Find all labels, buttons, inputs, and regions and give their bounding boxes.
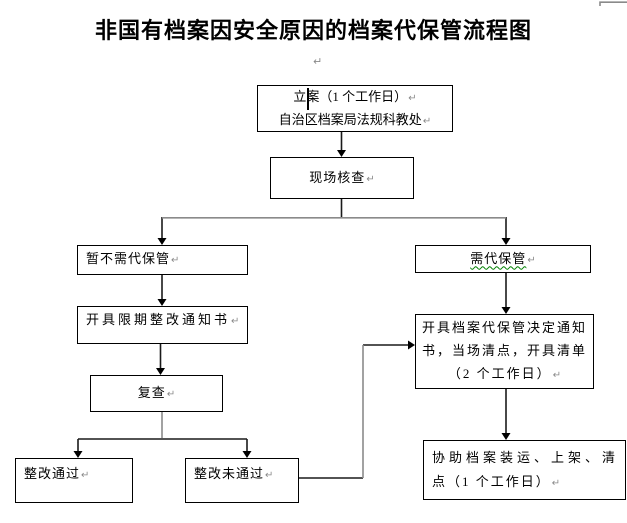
flow-box-site-check: 现场核查↵: [270, 157, 414, 199]
flow-box-rectify-pass: 整改通过↵: [15, 458, 133, 503]
rectify-notice-label: 开具限期整改通知书: [86, 312, 231, 327]
flow-box-custody-decision: 开具档案代保管决定通知 书，当场清点，开具清单 （2 个工作日）↵: [415, 314, 594, 389]
paragraph-mark: ↵: [422, 115, 432, 127]
flow-box-need-custody: 需代保管↵: [415, 245, 591, 273]
filing-line-2: 自治区档案局法规科教处↵: [278, 111, 432, 127]
custody-decision-line-2: 书，当场清点，开具清单: [421, 343, 587, 358]
paragraph-mark: ↵: [408, 92, 417, 104]
need-custody-label: 需代保管↵: [470, 249, 535, 270]
paragraph-mark: ↵: [81, 470, 90, 481]
site-check-label: 现场核查↵: [309, 169, 375, 185]
rectify-fail-label: 整改未通过: [194, 466, 265, 481]
custody-decision-line-3: （2 个工作日）↵: [447, 366, 562, 381]
flow-box-recheck: 复查↵: [90, 375, 223, 412]
flow-box-rectify-notice: 开具限期整改通知书↵: [77, 306, 248, 344]
rectify-pass-label: 整改通过: [24, 466, 81, 481]
text-caret: [307, 88, 309, 110]
recheck-label: 复查↵: [137, 385, 176, 401]
paragraph-mark: ↵: [527, 254, 536, 266]
filing-line-1: 立案（1 个工作日）↵: [293, 88, 417, 104]
paragraph-mark: ↵: [231, 316, 240, 327]
paragraph-mark: ↵: [171, 255, 180, 266]
no-custody-label: 暂不需代保管: [86, 251, 171, 266]
paragraph-mark: ↵: [166, 389, 176, 401]
paragraph-mark: ↵: [551, 478, 561, 489]
assist-line-2: 点（1 个工作日）↵: [432, 474, 561, 489]
paragraph-mark: ↵: [552, 370, 562, 381]
flow-box-no-custody: 暂不需代保管↵: [77, 245, 248, 275]
flow-box-assist: 协助档案装运、上架、清 点（1 个工作日）↵: [423, 440, 626, 500]
flow-box-rectify-fail: 整改未通过↵: [185, 458, 299, 503]
paragraph-mark: ↵: [366, 173, 375, 185]
page-title: 非国有档案因安全原因的档案代保管流程图: [94, 18, 532, 43]
grammar-underline: 需代保管: [470, 250, 527, 266]
flow-box-filing: 立案（1 个工作日）↵ 自治区档案局法规科教处↵: [257, 85, 453, 132]
paragraph-mark: ↵: [313, 55, 323, 68]
assist-line-1: 协助档案装运、上架、清: [432, 450, 620, 465]
paragraph-mark: ↵: [265, 470, 274, 481]
custody-decision-line-1: 开具档案代保管决定通知: [421, 320, 587, 335]
